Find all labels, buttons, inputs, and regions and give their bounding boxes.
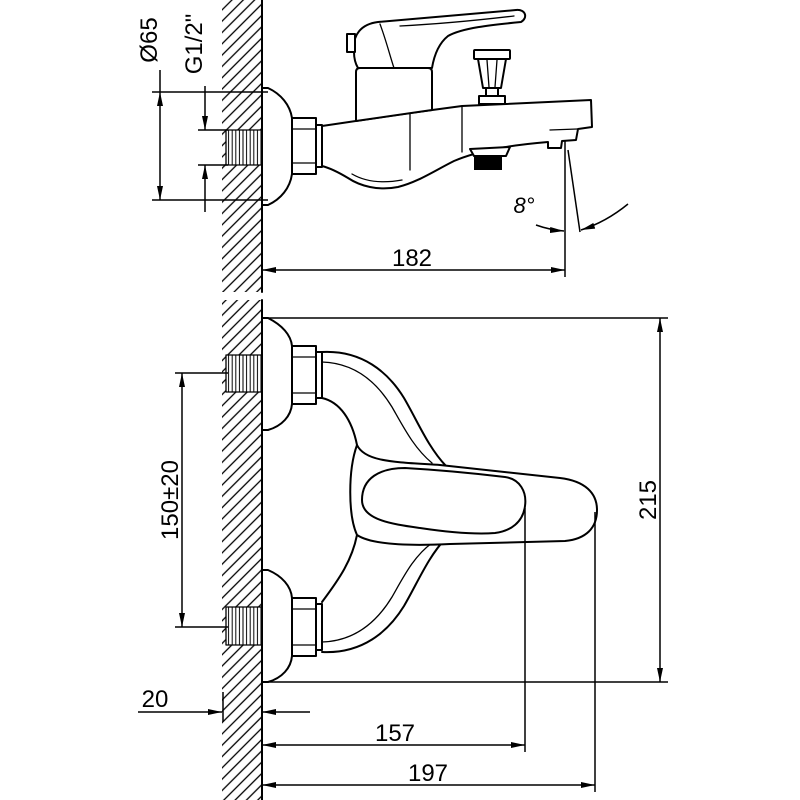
diverter-knob-body	[477, 58, 507, 89]
lever-handle-side	[352, 8, 527, 69]
lever-blade-front	[361, 467, 527, 535]
angle-arc-right	[580, 203, 629, 231]
escutcheon-lower	[261, 569, 293, 683]
lever-end-cap	[346, 33, 356, 53]
aerator-connector	[469, 146, 511, 157]
handle-reach-label: 157	[375, 720, 415, 747]
lever-front-edge	[379, 23, 395, 69]
upper-arm-edge	[321, 361, 433, 464]
diverter-stem	[485, 87, 499, 97]
collar-lower	[315, 603, 323, 651]
escutcheon-top	[261, 87, 293, 206]
upper-arm-inner	[321, 397, 358, 446]
hex-nut-top	[291, 117, 317, 175]
overall-reach-label: 197	[408, 760, 448, 787]
thread-label: G1/2"	[181, 14, 208, 75]
diverter-knob-flute-1	[486, 59, 490, 88]
diverter-knob-cap	[473, 49, 511, 60]
spout-outlet-ring	[549, 128, 578, 131]
lower-arm-inner	[321, 534, 358, 603]
escutcheon-upper	[261, 317, 293, 431]
lever-top-edge	[399, 15, 515, 27]
spout-angle-line	[567, 149, 581, 233]
diverter-base	[478, 95, 506, 105]
inlet-thread-upper	[225, 354, 263, 393]
inlet-spacing-label: 150±20	[157, 460, 184, 540]
mixer-body-side	[321, 99, 593, 190]
collar-upper	[315, 351, 323, 399]
angle-label: 8°	[513, 193, 534, 218]
inlet-thread-top	[225, 129, 263, 166]
hex-nut-lower	[291, 597, 317, 657]
upper-arm-outer	[321, 350, 447, 467]
height-label: 215	[635, 480, 662, 520]
front-view: 215 150±20 20 157 197	[138, 299, 668, 800]
wall-gap-label: 20	[142, 686, 169, 713]
diverter-knob-flute-2	[494, 59, 498, 88]
inlet-thread-lower	[225, 606, 263, 646]
lower-arm-edge	[321, 542, 433, 643]
side-view: Ø65 G1/2" 8° 182	[136, 0, 629, 293]
aerator	[474, 156, 502, 170]
hex-nut-upper	[291, 345, 317, 405]
projection-label: 182	[392, 245, 432, 272]
angle-arc-left	[535, 224, 565, 233]
body-underside-curve	[351, 173, 403, 183]
lower-arm-outer	[321, 537, 447, 654]
diameter-label: Ø65	[136, 17, 163, 62]
